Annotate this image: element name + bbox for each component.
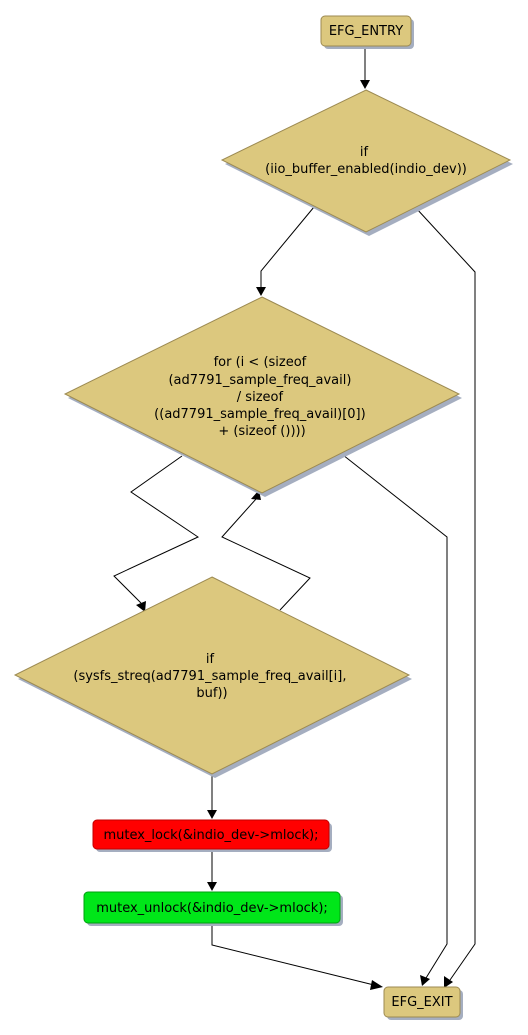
edge-if-streq-to-for-loop	[221, 498, 311, 611]
exit-label: EFG_EXIT	[391, 995, 452, 1010]
if-buffer-node: if (iio_buffer_enabled(indio_dev))	[220, 89, 513, 236]
edge-for-loop-to-if-streq	[113, 455, 200, 604]
edges	[113, 46, 476, 990]
arrowhead	[136, 601, 146, 612]
mutex-unlock-node: mutex_unlock(&indio_dev->mlock);	[83, 891, 343, 926]
mutex-lock-node: mutex_lock(&indio_dev->mlock);	[92, 819, 332, 852]
node-box	[320, 15, 412, 47]
arrowhead	[360, 80, 370, 89]
edge-if-buffer-to-for-loop	[260, 206, 315, 288]
arrowhead	[420, 975, 430, 986]
arrowhead	[207, 882, 217, 891]
mutex-unlock-label: mutex_unlock(&indio_dev->mlock);	[96, 901, 328, 916]
node-diamond	[63, 296, 461, 494]
if-streq-label: if (sysfs_streq(ad7791_sample_freq_avail…	[73, 652, 350, 701]
entry-label: EFG_ENTRY	[329, 24, 403, 39]
edge-mutex-unlock-to-exit	[211, 923, 375, 986]
exit-node: EFG_EXIT	[383, 986, 463, 1020]
if-streq-node: if (sysfs_streq(ad7791_sample_freq_avail…	[13, 576, 412, 778]
node-box	[83, 891, 341, 924]
arrowhead	[256, 287, 266, 296]
edge-for-loop-to-exit	[342, 454, 448, 979]
arrowhead	[444, 976, 453, 988]
if-buffer-label: if (iio_buffer_enabled(indio_dev))	[265, 145, 467, 177]
node-box	[383, 986, 461, 1018]
edge-if-buffer-to-exit	[415, 207, 476, 981]
arrowhead	[370, 980, 383, 990]
node-diamond	[220, 89, 512, 233]
for-loop-node: for (i < (sizeof (ad7791_sample_freq_ava…	[63, 296, 462, 497]
node-box	[92, 819, 330, 850]
for-loop-label: for (i < (sizeof (ad7791_sample_freq_ava…	[154, 355, 370, 439]
node-diamond	[13, 576, 411, 775]
arrowhead	[207, 810, 217, 819]
mutex-lock-label: mutex_lock(&indio_dev->mlock);	[103, 828, 318, 843]
entry-node: EFG_ENTRY	[320, 15, 414, 49]
